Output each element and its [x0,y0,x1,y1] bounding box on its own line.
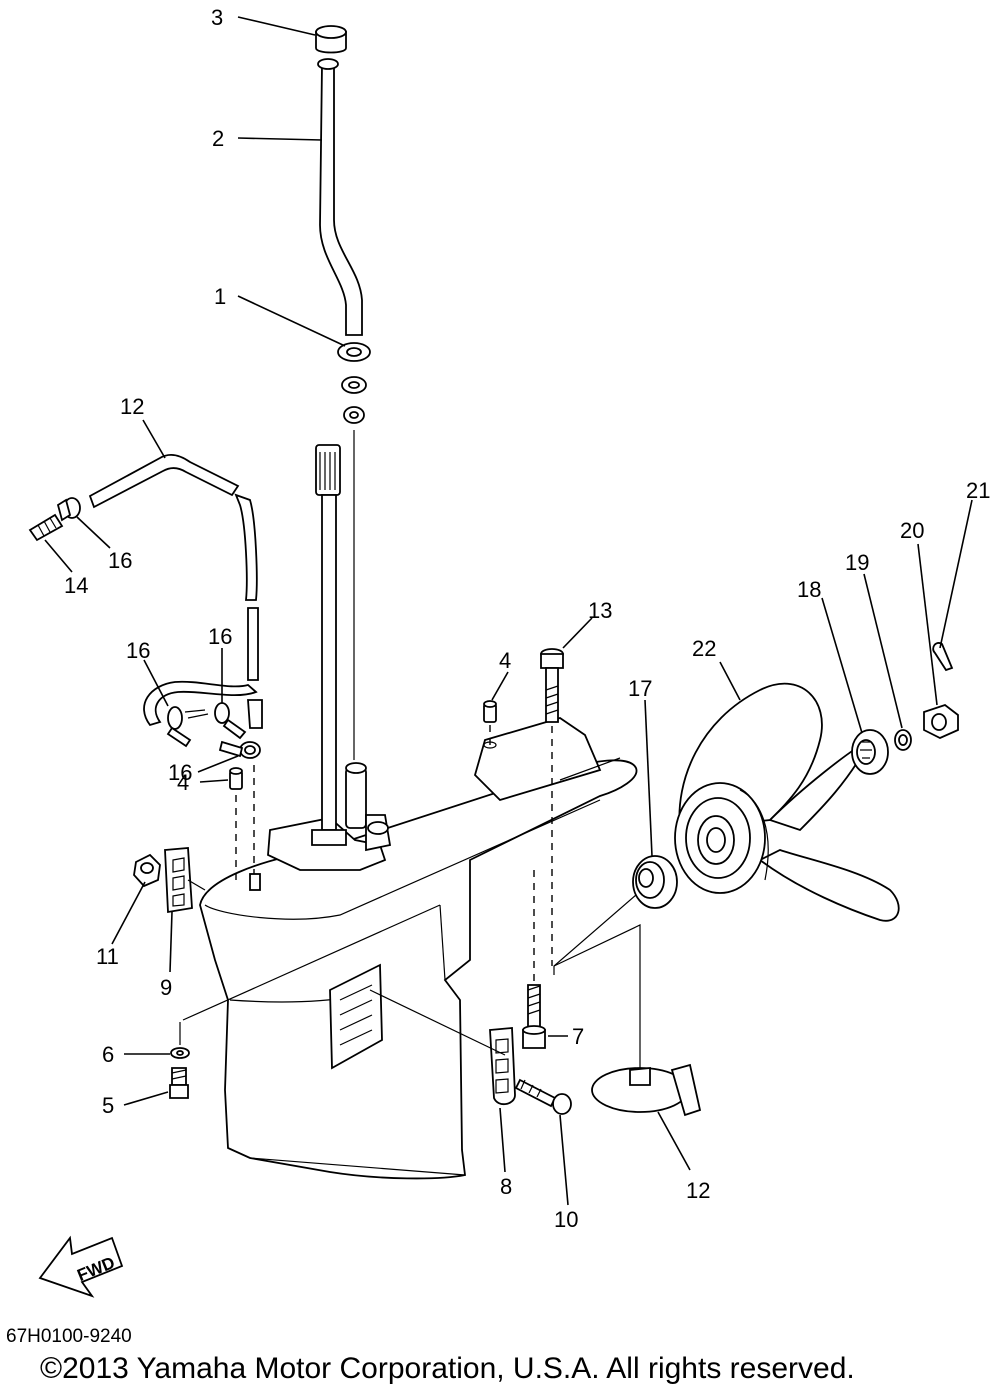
leader-lines [44,16,973,1206]
washer-small [170,1047,190,1059]
propeller-nut [923,703,959,739]
thrust-washer [632,855,678,909]
callout-9: 9 [160,975,172,1000]
callout-5: 5 [102,1093,114,1118]
lower-casing [199,717,638,1180]
callout-15: 14 [64,573,88,598]
water-pipe-lower [345,762,392,852]
bolt-small [169,1067,189,1099]
callout-16c: 16 [208,624,232,649]
water-tube-seal [315,25,347,54]
callout-3: 3 [211,5,223,30]
bolt-top [540,648,564,723]
callout-10: 10 [554,1207,578,1232]
hose-clip-right [214,702,247,740]
callout-22: 22 [692,636,716,661]
callout-6: 6 [102,1042,114,1067]
washer [894,729,912,751]
hose-clip-lower [218,740,261,759]
cover-clip-left [164,847,206,914]
cover-clip-right [489,1027,516,1105]
diagram-code: 67H0100-9240 [6,1326,132,1347]
water-tube [317,58,363,336]
dowel-pin-left [229,767,243,790]
callout-2: 2 [212,126,224,151]
callout-21: 21 [966,478,990,503]
hose [88,453,263,729]
callout-20: 20 [900,518,924,543]
propeller [674,682,900,922]
callout-12: 12 [686,1178,710,1203]
callout-18: 18 [797,577,821,602]
callout-14: 12 [120,394,144,419]
callout-1: 1 [214,284,226,309]
callout-11: 11 [96,944,119,969]
bolt-lower [522,984,546,1049]
callout-16a: 16 [108,548,132,573]
callout-4a: 4 [499,648,511,673]
spacer [851,729,889,775]
trim-tab-anode [591,1063,702,1117]
hose-nipple [28,513,64,542]
callout-17: 17 [628,676,652,701]
hose-clip-left [166,706,209,748]
callout-16b: 16 [126,638,150,663]
screw [514,1078,572,1115]
dowel-pin-right [483,700,497,723]
callout-13: 13 [588,598,612,623]
callout-7: 7 [572,1024,584,1049]
callout-4b: 4 [177,770,189,795]
copyright-notice: ©2013 Yamaha Motor Corporation, U.S.A. A… [40,1352,855,1385]
callout-19: 19 [845,550,869,575]
callout-8: 8 [500,1174,512,1199]
cotter-pin [932,642,954,672]
callout-labels: 3 2 1 12 16 14 16 16 16 4 4 13 17 22 18 … [64,5,990,1232]
nut [133,853,161,888]
forward-direction-arrow-icon: FWD [38,1235,124,1298]
hose-clip-upper [56,497,81,522]
drive-shaft [311,444,347,846]
callout-16d: 16 [168,760,192,785]
grommet-stack [337,342,371,760]
